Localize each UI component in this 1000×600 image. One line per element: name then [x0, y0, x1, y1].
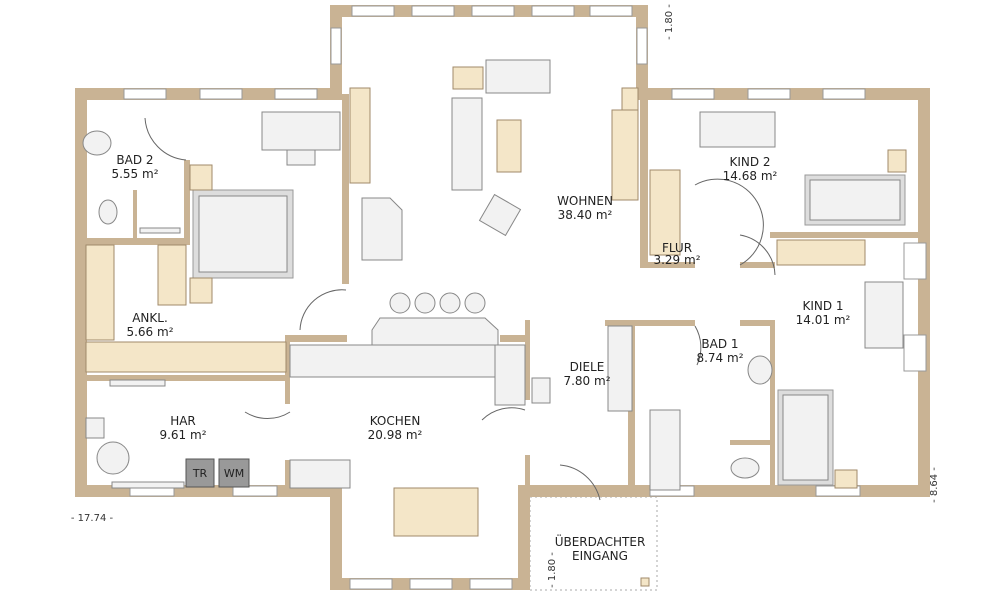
- room-name: ANKL.: [132, 311, 168, 325]
- room-area: 3.29 m²: [653, 253, 700, 267]
- room-area: 8.74 m²: [696, 351, 743, 365]
- entrance-label-line2: EINGANG: [572, 549, 628, 563]
- doors: [144, 117, 776, 501]
- windows: [123, 5, 927, 590]
- room-name: FLUR: [662, 241, 692, 255]
- washer-label: WM: [224, 467, 244, 480]
- washer: [218, 458, 250, 488]
- room-area: 14.68 m²: [723, 169, 778, 183]
- room-name: HAR: [170, 414, 196, 428]
- room-name: DIELE: [570, 360, 605, 374]
- room-area: 5.66 m²: [126, 325, 173, 339]
- dimension-bump-top: - 1.80 -: [664, 4, 675, 40]
- room-area: 9.61 m²: [159, 428, 206, 442]
- room-area: 20.98 m²: [368, 428, 423, 442]
- entrance-label-line1: ÜBERDACHTER: [555, 533, 646, 549]
- washer-dryer: TR WM: [185, 458, 250, 488]
- room-area: 7.80 m²: [563, 374, 610, 388]
- dimension-width: - 17.74 -: [71, 513, 114, 524]
- room-name: BAD 1: [701, 337, 738, 351]
- room-name: BAD 2: [116, 153, 153, 167]
- furniture: [82, 59, 907, 537]
- room-name: KIND 2: [729, 155, 770, 169]
- room-area: 14.01 m²: [796, 313, 851, 327]
- dimension-depth: - 8.64 -: [929, 467, 940, 503]
- dimension-bump-entry: - 1.80 -: [547, 552, 558, 588]
- entrance-post: [640, 577, 650, 587]
- dimensions: - 17.74 - - 8.64 - - 1.80 - - 1.80 -: [71, 4, 940, 588]
- dryer: [185, 458, 215, 488]
- room-labels: BAD 2 5.55 m² ANKL. 5.66 m² HAR 9.61 m² …: [111, 153, 850, 563]
- dryer-label: TR: [192, 467, 208, 480]
- room-name: KOCHEN: [370, 414, 421, 428]
- room-name: KIND 1: [802, 299, 843, 313]
- room-area: 38.40 m²: [558, 208, 613, 222]
- room-area: 5.55 m²: [111, 167, 158, 181]
- room-name: WOHNEN: [557, 194, 613, 208]
